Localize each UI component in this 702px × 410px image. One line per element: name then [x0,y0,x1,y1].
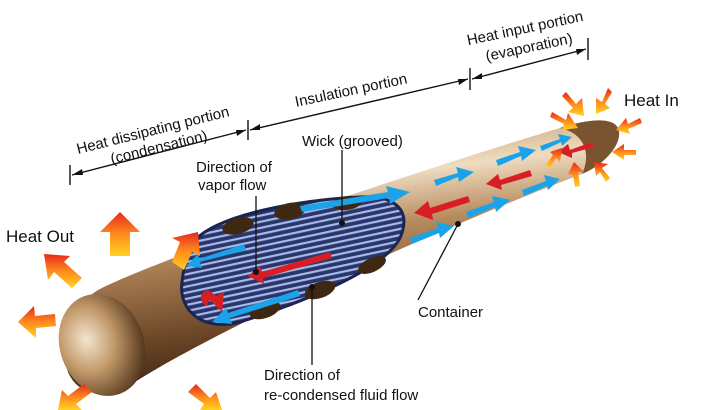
vapor-arrow [248,252,332,284]
vapor-arrow [200,290,224,312]
fluid-arrow [434,167,474,186]
heat-in-arrow [546,148,562,168]
heat-out-arrow [172,232,200,270]
heat-out-arrow [18,306,56,338]
heat-in-arrow [568,162,584,187]
heat-out-arrow [100,212,140,256]
leader-lines [255,150,459,365]
fluid-arrow [212,290,300,324]
heat-in-arrow [612,144,636,160]
fluid-arrow [522,175,560,196]
heat-in-arrow [594,162,610,182]
fluid-flow-arrows [186,134,572,324]
vapor-arrow [486,170,532,190]
heat-out-arrows [18,212,222,410]
vapor-arrow [414,196,470,220]
heat-in-arrow [550,112,578,130]
heat-in-arrow [596,88,612,114]
vapor-flow-label: Direction of [196,159,273,176]
wick-label: Wick (grooved) [302,133,403,150]
fluid-flow-label: Direction of [264,367,341,384]
heat-out-arrow [188,384,222,410]
fluid-arrow [466,196,510,218]
fluid-arrow [410,222,454,244]
vapor-flow-sublabel: vapor flow [198,177,267,194]
leader-dots [253,220,461,290]
fluid-arrow [496,146,536,166]
vapor-flow-arrows [200,142,594,312]
portion-dimension-lines [69,38,589,185]
heat-in-arrow [562,92,584,116]
fluid-arrow [540,134,572,151]
heat-in-label: Heat In [624,91,679,110]
fluid-arrow [186,244,246,268]
dimension-arrowheads [72,49,586,175]
heat-out-arrow [44,254,82,288]
insulation-label: Insulation portion [293,70,408,110]
fluid-flow-sublabel: re-condensed fluid flow [264,387,418,404]
vapor-arrow [558,142,594,158]
fluid-arrow [300,186,410,212]
heat-in-arrow [616,118,642,134]
heat-out-label: Heat Out [6,227,74,246]
heat-out-arrow [58,384,92,410]
heat-in-arrows [546,88,642,187]
container-label: Container [418,304,483,321]
